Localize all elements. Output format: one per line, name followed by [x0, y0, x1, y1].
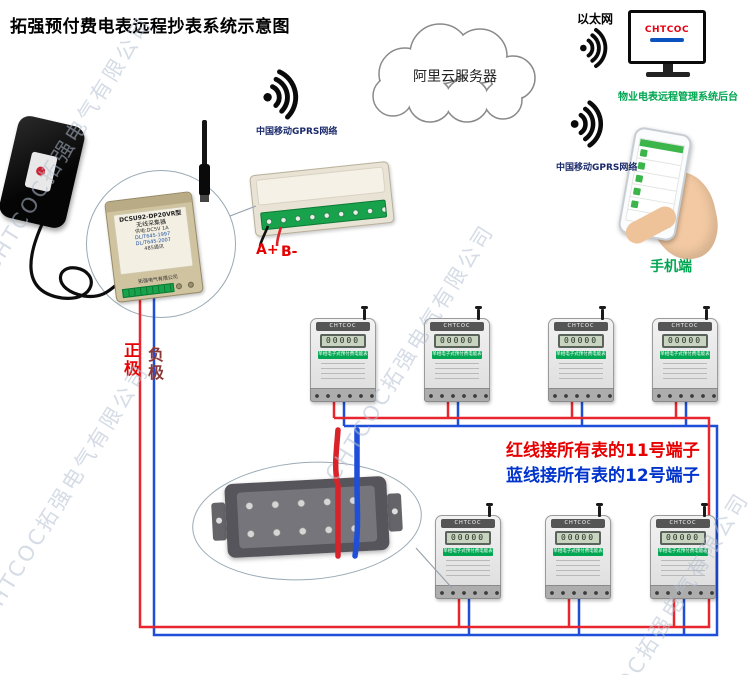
electric-meter: CHTCOC 00000 单相电子式预付费电能表: [548, 306, 614, 402]
meter-antenna: [361, 306, 368, 320]
meter-spec-text: [661, 560, 705, 576]
collector-highlight-ellipse: [86, 170, 236, 318]
meter-brand: CHTCOC: [554, 322, 608, 331]
meter-spec-text: [556, 560, 600, 576]
meter-brand: CHTCOC: [658, 322, 712, 331]
meter-spec-text: [446, 560, 490, 576]
red-wire-note: 红线接所有表的11号端子: [506, 441, 700, 461]
thick-blue-cable: [352, 427, 361, 559]
positive-pole-label: 正极: [123, 341, 140, 378]
electric-meter: CHTCOC 00000 单相电子式预付费电能表: [310, 306, 376, 402]
wifi-signal-icon: [570, 100, 604, 148]
meter-spec-text: [559, 363, 603, 379]
electric-meter: CHTCOC 00000 单相电子式预付费电能表: [652, 306, 718, 402]
a-plus-label: A+: [256, 242, 279, 258]
monitor-stand: [663, 64, 673, 72]
electric-meter: CHTCOC 00000 单相电子式预付费电能表: [650, 503, 716, 599]
gprs-network-label: 中国移动GPRS网络: [556, 163, 638, 173]
monitor-brand-logo: CHTCOC: [644, 25, 690, 35]
gprs-network-label: 中国移动GPRS网络: [256, 127, 338, 137]
meter-type-label: 单相电子式预付费电能表: [658, 548, 708, 556]
meter-antenna: [599, 306, 606, 320]
b-wire: [275, 226, 283, 247]
meter-lcd-display: 00000: [660, 531, 706, 545]
negative-pole-label: 负极: [147, 345, 164, 382]
meter-terminal-cover: [548, 388, 614, 402]
electric-meter: CHTCOC 00000 单相电子式预付费电能表: [545, 503, 611, 599]
cloud-shape: [372, 23, 536, 123]
wifi-signal-icon: [580, 28, 608, 68]
adapter-cable: [29, 219, 124, 300]
meter-lcd-display: 00000: [662, 334, 708, 348]
meter-antenna: [475, 306, 482, 320]
backend-caption: 物业电表远程管理系统后台: [618, 92, 738, 103]
meter-type-label: 单相电子式预付费电能表: [443, 548, 493, 556]
thick-red-cable: [332, 427, 341, 559]
brand-swoosh: [650, 38, 684, 42]
meter-antenna: [596, 503, 603, 517]
electric-meter: CHTCOC 00000 单相电子式预付费电能表: [435, 503, 501, 599]
mobile-caption: 手机端: [650, 259, 692, 275]
meter-type-label: 单相电子式预付费电能表: [660, 351, 710, 359]
meter-lcd-display: 00000: [558, 334, 604, 348]
meter-antenna: [703, 306, 710, 320]
antenna-rod: [202, 120, 207, 166]
meter-terminal-cover: [424, 388, 490, 402]
meter-antenna: [701, 503, 708, 517]
meter-brand: CHTCOC: [441, 519, 495, 528]
meter-type-label: 单相电子式预付费电能表: [553, 548, 603, 556]
electric-meter: CHTCOC 00000 单相电子式预付费电能表: [424, 306, 490, 402]
meter-brand: CHTCOC: [316, 322, 370, 331]
monitor-screen: CHTCOC: [628, 10, 706, 64]
meter-type-label: 单相电子式预付费电能表: [432, 351, 482, 359]
a-wire: [258, 225, 270, 247]
wifi-signal-icon: [263, 69, 299, 120]
page-title: 拓强预付费电表远程抄表系统示意图: [10, 17, 290, 37]
meter-terminal-cover: [435, 585, 501, 599]
meter-terminal-cover: [545, 585, 611, 599]
meter-lcd-display: 00000: [434, 334, 480, 348]
meter-terminal-cover: [310, 388, 376, 402]
meter-spec-text: [435, 363, 479, 379]
meter-terminal-cover: [652, 388, 718, 402]
meter-brand: CHTCOC: [430, 322, 484, 331]
monitor-base: [646, 72, 690, 77]
b-minus-label: B-: [281, 244, 298, 260]
antenna-base: [199, 164, 210, 196]
meter-terminal-cover: [650, 585, 716, 599]
backend-monitor: CHTCOC: [628, 10, 708, 77]
leader-line: [415, 547, 453, 589]
meter-lcd-display: 00000: [445, 531, 491, 545]
meter-spec-text: [663, 363, 707, 379]
positive-bus-wire: [138, 298, 711, 629]
blue-wire-note: 蓝线接所有表的12号端子: [506, 466, 700, 486]
leader-line: [229, 205, 257, 217]
meter-brand: CHTCOC: [551, 519, 605, 528]
negative-bus-wire: [152, 298, 719, 637]
meter-lcd-display: 00000: [555, 531, 601, 545]
meter-brand: CHTCOC: [656, 519, 710, 528]
meter-spec-text: [321, 363, 365, 379]
cloud-server-label: 阿里云服务器: [413, 69, 497, 85]
antenna-connector: [200, 195, 209, 202]
ethernet-label: 以太网: [577, 12, 614, 26]
meter-type-label: 单相电子式预付费电能表: [318, 351, 368, 359]
meter-antenna: [486, 503, 493, 517]
meter-lcd-display: 00000: [320, 334, 366, 348]
meter-type-label: 单相电子式预付费电能表: [556, 351, 606, 359]
